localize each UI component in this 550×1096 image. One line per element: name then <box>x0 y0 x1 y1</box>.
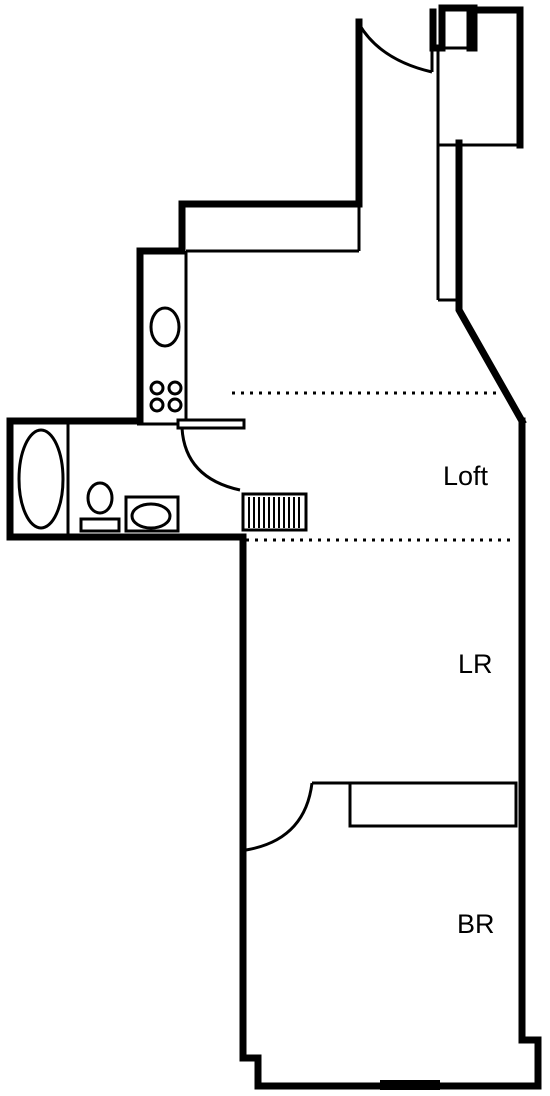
sink-icon <box>149 306 181 348</box>
loft-boundary-lines <box>232 391 516 542</box>
kitchen-wall-stub <box>176 418 246 430</box>
top-right-wall <box>429 4 524 149</box>
bathroom-sink-icon <box>124 495 180 533</box>
bathtub-icon <box>17 428 65 530</box>
stove-icon <box>149 380 183 413</box>
room-label-bedroom: BR <box>457 909 495 939</box>
bathroom-fixtures <box>17 428 180 533</box>
doors <box>180 23 434 852</box>
bathroom-walls <box>6 417 247 541</box>
left-wall <box>239 533 384 1090</box>
kitchen-walls <box>136 18 363 425</box>
exterior-walls <box>6 4 542 1090</box>
room-label-living-room: LR <box>458 649 493 679</box>
interior-walls <box>66 46 520 828</box>
bath-door-icon <box>180 427 241 492</box>
bedroom-door-icon <box>245 782 314 852</box>
right-diagonal-wall <box>455 139 527 426</box>
room-label-loft: Loft <box>443 461 489 491</box>
entry-door-icon <box>380 1080 440 1090</box>
stairs-icon <box>241 492 308 532</box>
kitchen-fixtures <box>149 306 183 413</box>
top-door-icon <box>357 23 433 74</box>
toilet-icon <box>79 481 121 533</box>
bottom-right-wall <box>436 417 542 1090</box>
